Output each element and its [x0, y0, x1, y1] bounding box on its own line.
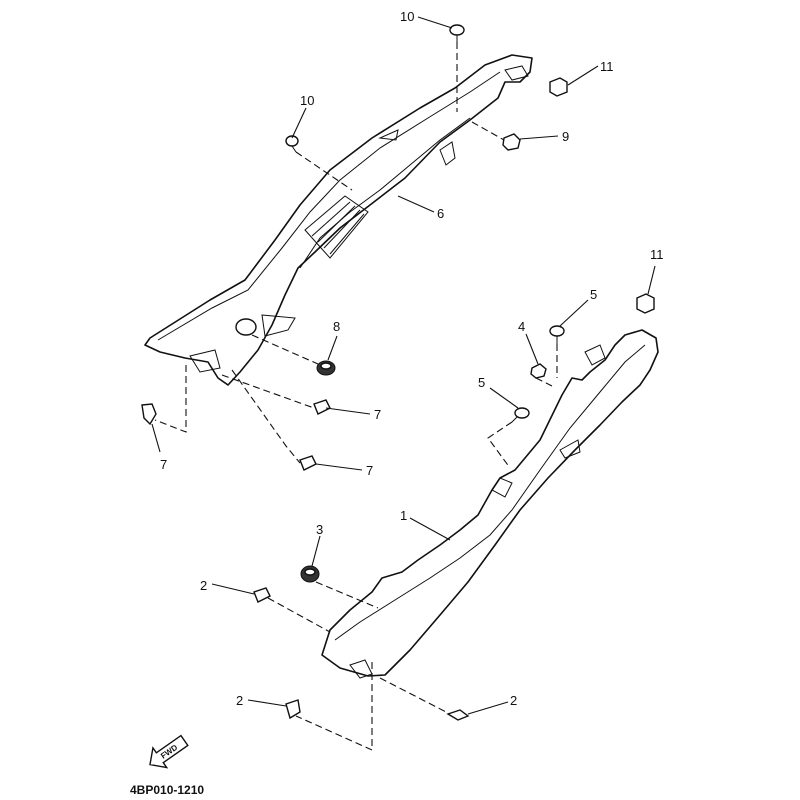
damper-part-11-top [549, 77, 568, 97]
callout-3: 3 [316, 522, 323, 537]
callout-7-c: 7 [366, 463, 373, 478]
callout-9: 9 [562, 129, 569, 144]
damper-part-7-left [141, 403, 157, 426]
upper-side-cover-part-6 [144, 54, 533, 386]
damper-part-2-left [253, 587, 271, 603]
boss-on-cover [235, 318, 257, 336]
forward-direction-arrow-icon: FWD [149, 734, 189, 769]
lower-side-cover-part-1 [321, 329, 659, 679]
callout-11-mid: 11 [650, 247, 664, 262]
callout-4: 4 [518, 319, 525, 334]
callout-10-top: 10 [400, 9, 414, 24]
callout-2-c: 2 [510, 693, 517, 708]
grommet-part-3 [300, 565, 320, 583]
bolt-part-10-top [449, 24, 465, 42]
callout-8: 8 [333, 319, 340, 334]
callout-7-a: 7 [374, 407, 381, 422]
drawing-code: 4BP010-1210 [130, 783, 204, 797]
callout-6: 6 [437, 206, 444, 221]
grommet-part-8 [316, 360, 336, 376]
nut-part-4 [530, 363, 547, 379]
assembly-lines [154, 42, 558, 751]
callout-1: 1 [400, 508, 407, 523]
bolt-part-5-top [549, 325, 565, 344]
callout-labels: 10 11 10 9 6 11 5 8 4 5 7 7 7 1 3 2 2 2 [160, 9, 664, 708]
damper-part-2-low [285, 699, 301, 720]
damper-part-11-mid [636, 293, 655, 314]
bolt-part-5-mid [511, 407, 530, 423]
damper-part-7-low [299, 455, 317, 471]
damper-part-7-mid [313, 399, 331, 415]
callout-10-mid: 10 [300, 93, 314, 108]
callout-11-top: 11 [600, 59, 614, 74]
leader-lines [151, 16, 656, 715]
callout-2-b: 2 [236, 693, 243, 708]
damper-part-2-right [446, 709, 470, 721]
bolt-part-10-mid [285, 135, 299, 153]
callout-5-mid: 5 [478, 375, 485, 390]
callout-5-top: 5 [590, 287, 597, 302]
callout-7-b: 7 [160, 457, 167, 472]
nut-part-9 [502, 133, 521, 151]
callout-2-a: 2 [200, 578, 207, 593]
